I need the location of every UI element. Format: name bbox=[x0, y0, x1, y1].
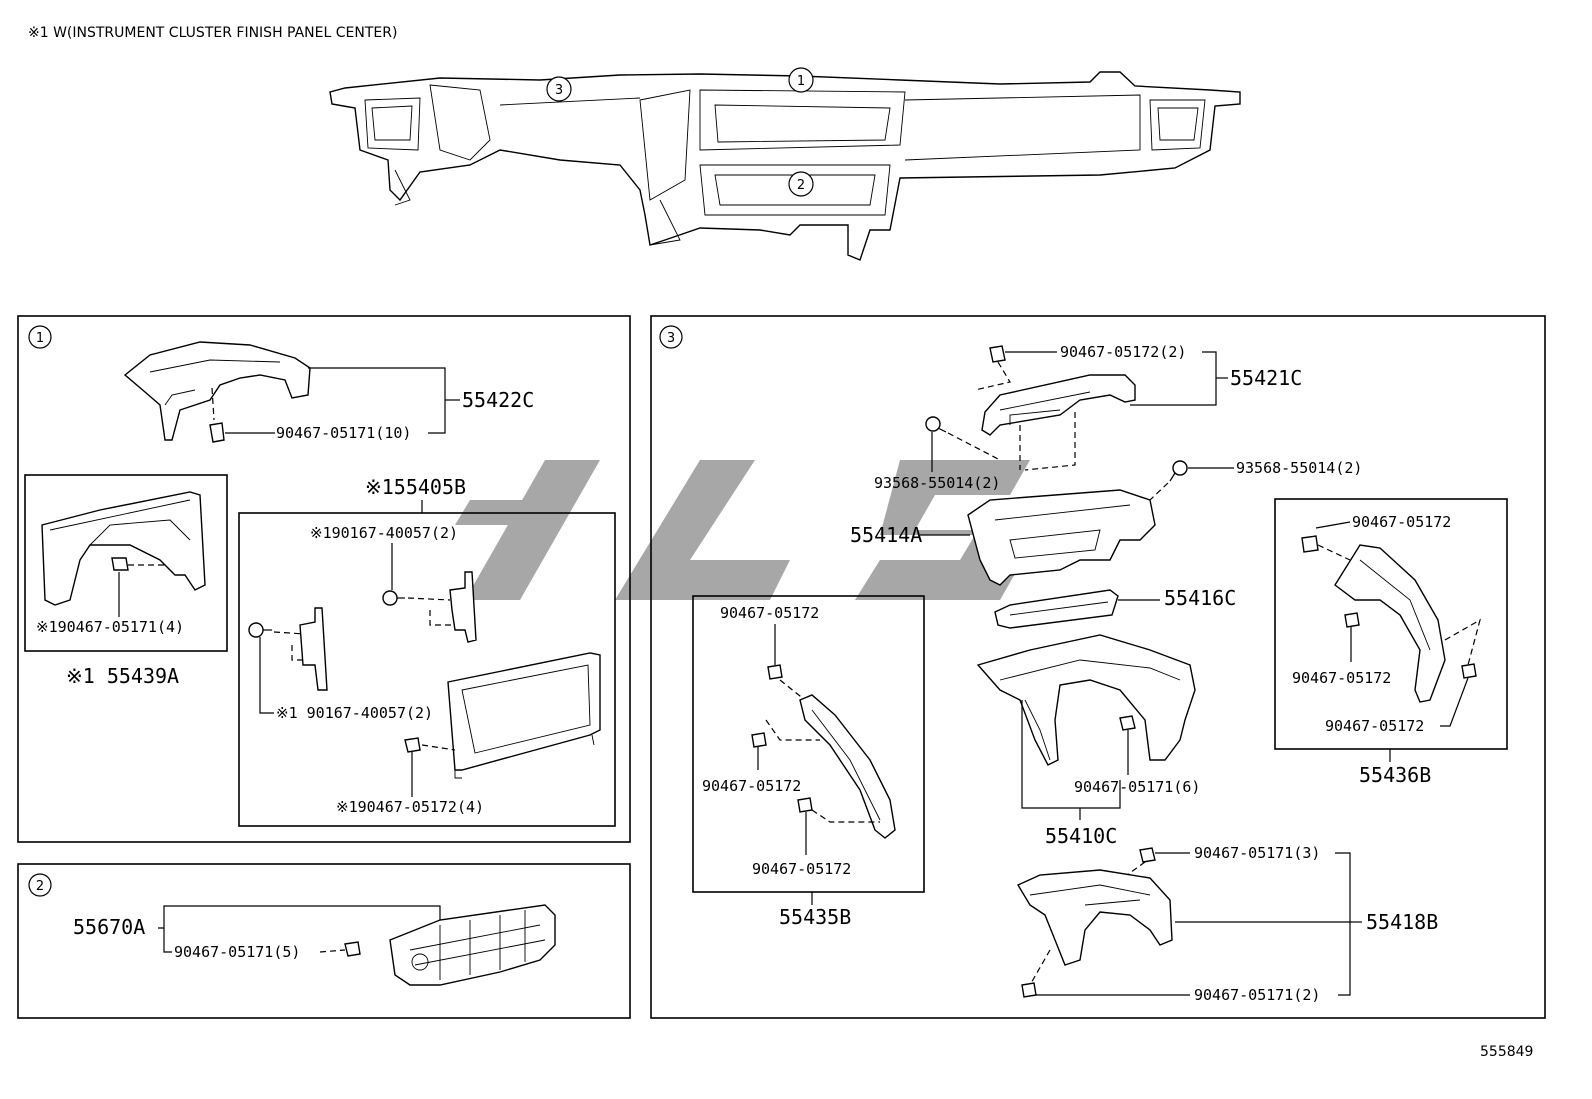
part-55439A-illustration[interactable] bbox=[41, 491, 206, 606]
screw-right-icon bbox=[1169, 460, 1188, 482]
dashboard-overview bbox=[329, 71, 1241, 261]
p55436B-clip-bot-label: 90467-05172 bbox=[1325, 717, 1424, 735]
screw-a-icon bbox=[382, 590, 405, 606]
callout-3[interactable]: 3 bbox=[546, 76, 572, 102]
part-55436B-label: 55436B bbox=[1359, 763, 1431, 787]
ref-55405B-label: ※155405B bbox=[365, 475, 466, 499]
callout-2[interactable]: 2 bbox=[788, 171, 814, 197]
part-55439A-label: ※1 55439A bbox=[66, 664, 179, 688]
screw-b-label: ※1 90167-40057(2) bbox=[276, 704, 433, 722]
svg-text:3: 3 bbox=[667, 331, 675, 346]
svg-text:2: 2 bbox=[797, 178, 805, 193]
clip-55439A-label: ※190467-05171(4) bbox=[36, 618, 184, 636]
screw-a-label: ※190167-40057(2) bbox=[310, 524, 458, 542]
panel-2-circle: 2 bbox=[28, 873, 52, 897]
clip-55418B-top-label: 90467-05171(3) bbox=[1194, 844, 1320, 862]
part-55416C-illustration[interactable] bbox=[994, 589, 1119, 629]
panel-3: 3 90467-05172(2) 55421C 93568-55014(2) bbox=[650, 315, 1546, 1019]
svg-text:3: 3 bbox=[555, 83, 563, 98]
part-55421C-illustration[interactable] bbox=[981, 374, 1136, 436]
screw-left-icon bbox=[925, 416, 947, 433]
part-55414A-label: 55414A bbox=[850, 523, 922, 547]
header-note: ※1 W(INSTRUMENT CLUSTER FINISH PANEL CEN… bbox=[28, 25, 397, 41]
part-55421C-label: 55421C bbox=[1230, 366, 1302, 390]
bracket-right-illustration bbox=[449, 571, 477, 643]
clip-55418B-bot-label: 90467-05171(2) bbox=[1194, 986, 1320, 1004]
screw-b-icon bbox=[248, 622, 272, 638]
part-55436B-illustration[interactable] bbox=[1334, 544, 1446, 703]
screw-left-label: 93568-55014(2) bbox=[874, 474, 1000, 492]
p55435B-clip-mid-label: 90467-05172 bbox=[702, 777, 801, 795]
part-55410C-illustration[interactable] bbox=[976, 634, 1196, 766]
part-55418B-illustration[interactable] bbox=[1016, 869, 1173, 966]
clip-55421C-label: 90467-05172(2) bbox=[1060, 343, 1186, 361]
svg-text:2: 2 bbox=[36, 879, 44, 894]
part-55414A-illustration[interactable] bbox=[967, 489, 1156, 586]
part-55422C-illustration[interactable] bbox=[123, 341, 311, 443]
part-55670A-label: 55670A bbox=[73, 915, 145, 939]
part-55410C-label: 55410C bbox=[1045, 824, 1117, 848]
display-panel-illustration[interactable] bbox=[447, 652, 601, 779]
svg-text:1: 1 bbox=[36, 331, 44, 346]
part-55416C-label: 55416C bbox=[1164, 586, 1236, 610]
diagram-number: 555849 bbox=[1480, 1044, 1533, 1060]
p55435B-clip-top-label: 90467-05172 bbox=[720, 604, 819, 622]
part-55422C-label: 55422C bbox=[462, 388, 534, 412]
p55436B-clip-top-label: 90467-05172 bbox=[1352, 513, 1451, 531]
svg-text:1: 1 bbox=[797, 74, 805, 89]
p55436B-clip-mid-label: 90467-05172 bbox=[1292, 669, 1391, 687]
part-55435B-label: 55435B bbox=[779, 905, 851, 929]
p55435B-clip-bot-label: 90467-05172 bbox=[752, 860, 851, 878]
part-55418B-label: 55418B bbox=[1366, 910, 1438, 934]
clip-55670A-label: 90467-05171(5) bbox=[174, 943, 300, 961]
panel-3-circle: 3 bbox=[659, 325, 683, 349]
panel-1-circle: 1 bbox=[28, 325, 52, 349]
panel-1: 1 90467-05171(10) 55422C ※190467-05171(4… bbox=[17, 315, 631, 843]
bracket-left-illustration bbox=[299, 607, 328, 691]
clip-55410C-label: 90467-05171(6) bbox=[1074, 778, 1200, 796]
screw-right-label: 93568-55014(2) bbox=[1236, 459, 1362, 477]
panel-2: 2 55670A 90467-05171(5) bbox=[17, 863, 631, 1019]
clip-55405B-label: ※190467-05172(4) bbox=[336, 798, 484, 816]
clip-55422C-label: 90467-05171(10) bbox=[276, 424, 411, 442]
part-55435B-illustration[interactable] bbox=[799, 694, 896, 839]
callout-1[interactable]: 1 bbox=[788, 67, 814, 93]
part-55670A-illustration[interactable] bbox=[389, 904, 556, 986]
